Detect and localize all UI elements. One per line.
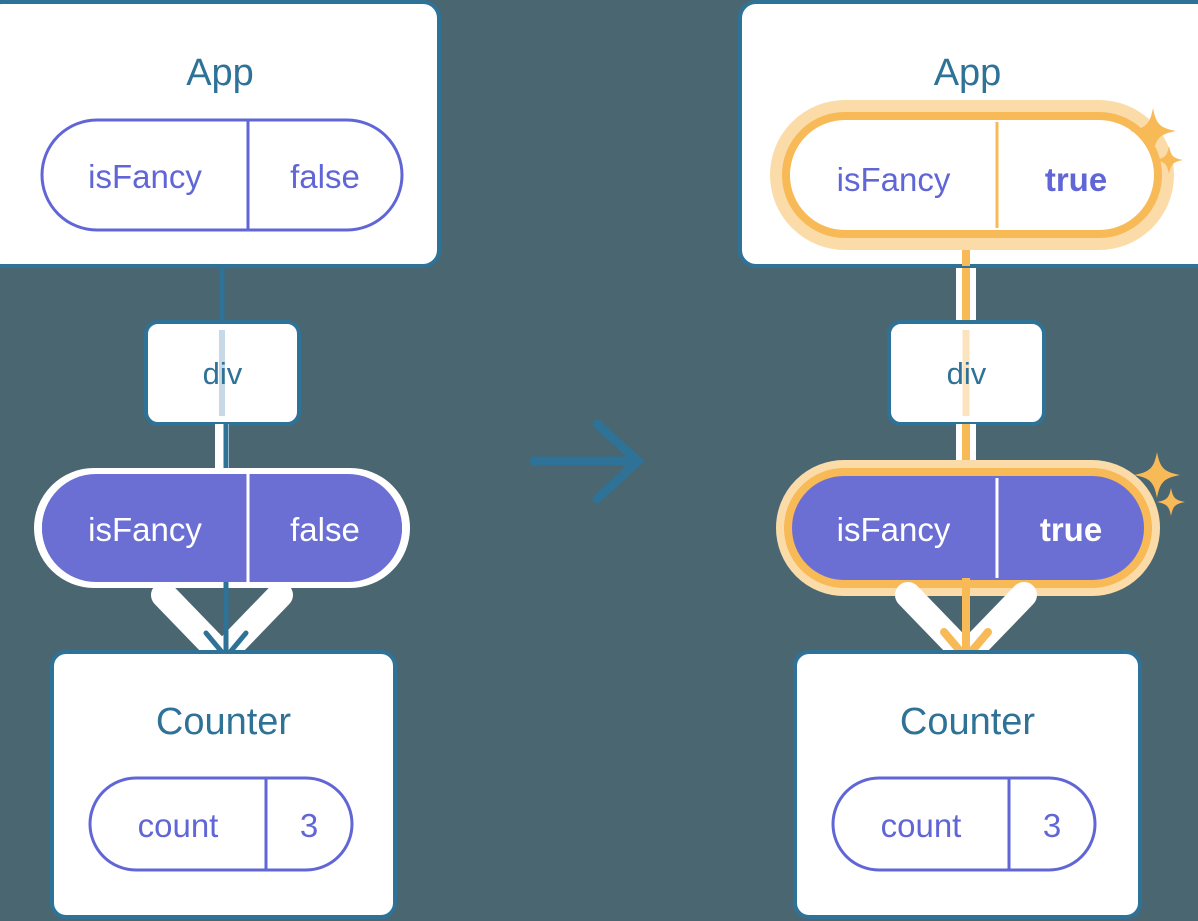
app-state-pill-left — [40, 118, 404, 232]
sparkle-small-icon-2 — [1157, 488, 1185, 516]
sparkle-small-icon — [1155, 146, 1183, 174]
prop-pill-ring-right — [784, 468, 1152, 588]
sparkle-large-icon — [1130, 108, 1176, 154]
prop-pill-left — [42, 474, 402, 582]
sparkle-large-icon-2 — [1134, 452, 1180, 498]
counter-state-pill-right — [831, 776, 1097, 872]
app-state-pill-glow-right — [770, 100, 1174, 250]
sparkle-icon-app-right — [1130, 108, 1183, 174]
counter-state-pill-left — [88, 776, 354, 872]
sparkle-icon-prop-right — [1134, 452, 1185, 516]
prop-pill-halo-left — [34, 468, 410, 588]
flow-arrow-halo-left — [151, 582, 293, 668]
transition-arrow — [529, 419, 645, 504]
app-state-pill-ring-right — [782, 112, 1162, 238]
